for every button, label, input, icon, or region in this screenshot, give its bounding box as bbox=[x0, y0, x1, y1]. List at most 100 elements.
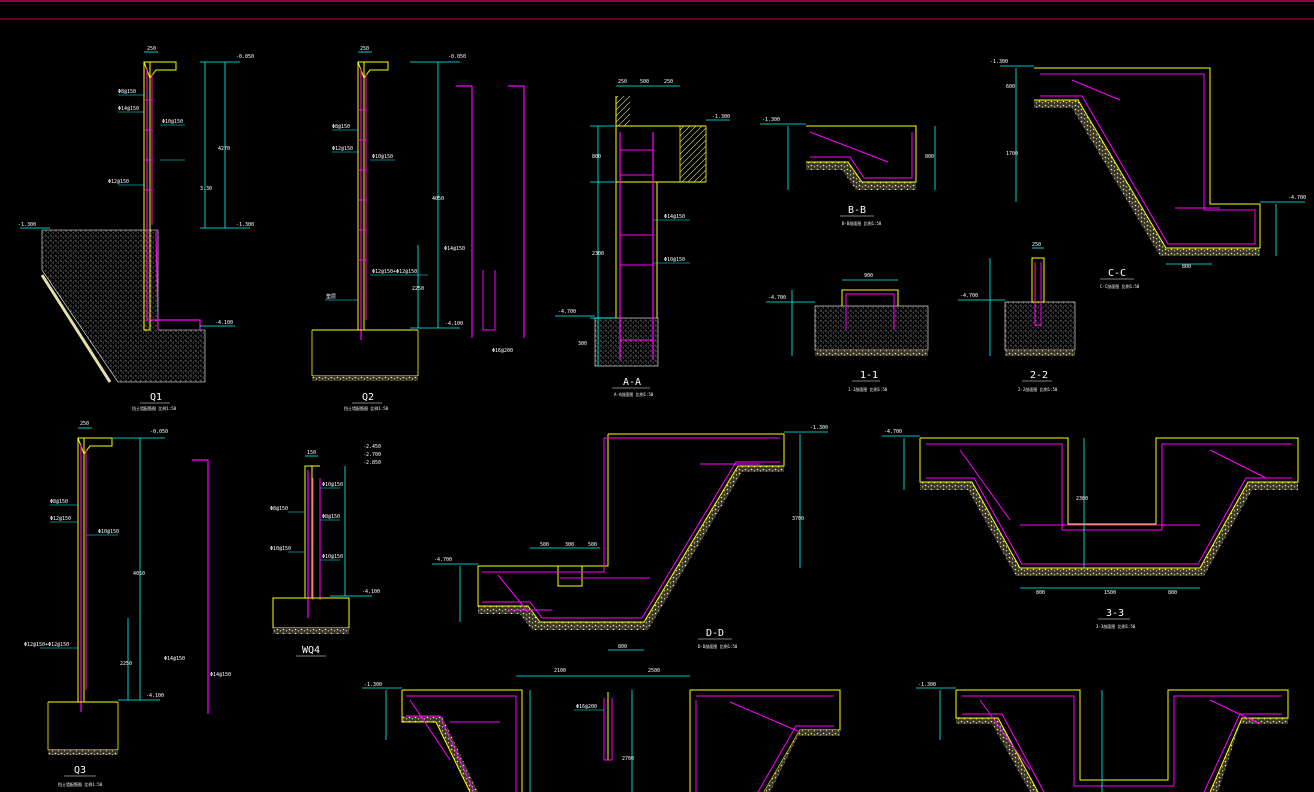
q3-dim-h: 4050 bbox=[133, 571, 145, 577]
section-cc: -1.300 -4.700 600 1700 800 C-C C-C剖面图 比例… bbox=[990, 59, 1306, 289]
dd-level-right: -1.300 bbox=[810, 425, 828, 431]
section-wq4: 150 -2.450 -2.700 -2.850 -4.100 Φ8@150 Φ… bbox=[270, 444, 381, 657]
section-bb: -1.300 800 B-B B-B剖面图 比例1:50 bbox=[760, 117, 936, 226]
q2-rebar-4: Φ12@150+Φ12@150 bbox=[372, 269, 417, 275]
wq4-rebar-3: Φ10@150 bbox=[322, 482, 343, 488]
s11-dim-w: 900 bbox=[864, 273, 873, 279]
q1-rebar-1: Φ8@150 bbox=[118, 89, 136, 95]
dd-dim-bot: 800 bbox=[618, 644, 627, 650]
q2-level-top: -0.050 bbox=[448, 54, 466, 60]
wq4-rebar-5: Φ10@150 bbox=[322, 554, 343, 560]
q2-dim-h: 4050 bbox=[432, 196, 444, 202]
section-11: 900 -4.700 1-1 1-1剖面图 比例1:50 bbox=[766, 273, 929, 392]
dd-dim-top-2: 300 bbox=[565, 542, 574, 548]
s22-caption: 2-2剖面图 比例1:50 bbox=[1018, 386, 1058, 392]
q1-level-left: -1.300 bbox=[18, 222, 36, 228]
s22-level: -4.700 bbox=[960, 293, 978, 299]
q1-label: Q1 bbox=[150, 392, 162, 403]
section-22: 250 -4.700 2-2 2-2剖面图 比例1:50 bbox=[958, 242, 1076, 392]
aa-dim-h1: 800 bbox=[592, 154, 601, 160]
dd-dim-h: 3700 bbox=[792, 516, 804, 522]
section-q3: 250 -0.050 -4.100 4050 2250 Φ8@150 Φ12@1… bbox=[24, 421, 231, 787]
q3-rebar-5: Φ14@150 bbox=[164, 656, 185, 662]
bl-dim-h: 2700 bbox=[622, 756, 634, 762]
s33-dim-w3: 800 bbox=[1168, 590, 1177, 596]
s11-caption: 1-1剖面图 比例1:50 bbox=[848, 386, 888, 392]
q3-rebar-1: Φ8@150 bbox=[50, 499, 68, 505]
cc-dim-w: 800 bbox=[1182, 264, 1191, 270]
section-dd: 500 300 500 3700 800 -4.700 -1.300 D-D D… bbox=[432, 425, 828, 651]
q2-rebar-5: Φ14@150 bbox=[444, 246, 465, 252]
bb-level-top: -1.300 bbox=[762, 117, 780, 123]
wq4-level-2: -2.700 bbox=[363, 452, 381, 458]
q1-dim-h1: 4270 bbox=[218, 146, 230, 152]
section-bottom-left: 2100 2500 2700 -1.300 Φ16@200 bbox=[362, 668, 841, 792]
cc-level-right: -4.700 bbox=[1288, 195, 1306, 201]
q3-caption: 挡土墙配筋图 比例1:50 bbox=[58, 781, 103, 787]
bl-dim-top-2: 2500 bbox=[648, 668, 660, 674]
q2-level-bot: -4.100 bbox=[445, 321, 463, 327]
aa-dim-h2: 2300 bbox=[592, 251, 604, 257]
cc-dim-h2: 1700 bbox=[1006, 151, 1018, 157]
wq4-rebar-2: Φ10@150 bbox=[270, 546, 291, 552]
q1-rebar-4: Φ10@150 bbox=[162, 119, 183, 125]
q2-rebar-1: Φ8@150 bbox=[332, 124, 350, 130]
aa-label: A-A bbox=[623, 377, 641, 388]
aa-rebar-2: Φ10@150 bbox=[664, 257, 685, 263]
s11-level: -4.700 bbox=[768, 295, 786, 301]
q1-rebar-2: Φ14@150 bbox=[118, 106, 139, 112]
q3-rebar-2: Φ12@150 bbox=[50, 516, 71, 522]
wq4-label: WQ4 bbox=[302, 645, 320, 656]
q2-rebar-6: Φ16@200 bbox=[492, 348, 513, 354]
q1-level-mid: -1.300 bbox=[236, 222, 254, 228]
q3-rebar-3: Φ10@150 bbox=[98, 529, 119, 535]
br-level: -1.300 bbox=[918, 682, 936, 688]
aa-dim-h3: 300 bbox=[578, 341, 587, 347]
dd-level-left: -4.700 bbox=[434, 557, 452, 563]
q1-dim-h2: 3.30 bbox=[200, 186, 212, 192]
aa-dim-top-1: 250 bbox=[618, 79, 627, 85]
q2-label: Q2 bbox=[362, 392, 374, 403]
s22-label: 2-2 bbox=[1030, 370, 1048, 381]
s11-label: 1-1 bbox=[860, 370, 878, 381]
dd-dim-top-3: 500 bbox=[588, 542, 597, 548]
q2-dim-width: 250 bbox=[360, 46, 369, 52]
q1-level-top: -0.050 bbox=[236, 54, 254, 60]
aa-level-bot: -4.700 bbox=[558, 309, 576, 315]
dd-caption: D-D剖面图 比例1:50 bbox=[698, 643, 738, 649]
section-q1: 250 -0.050 -1.300 -1.300 -4.100 4270 3.3… bbox=[18, 46, 254, 411]
q1-dim-width: 250 bbox=[147, 46, 156, 52]
cc-level-top: -1.300 bbox=[990, 59, 1008, 65]
wq4-level-bot: -4.100 bbox=[362, 589, 380, 595]
bl-level: -1.300 bbox=[364, 682, 382, 688]
bb-caption: B-B剖面图 比例1:50 bbox=[842, 220, 882, 226]
bl-dim-top-1: 2100 bbox=[554, 668, 566, 674]
section-aa: 250 500 250 800 2300 300 -1.300 -4.700 Φ… bbox=[555, 79, 730, 397]
q2-dim-h2: 2250 bbox=[412, 286, 424, 292]
aa-dim-top-3: 250 bbox=[664, 79, 673, 85]
s33-label: 3-3 bbox=[1106, 608, 1124, 619]
s33-level: -4.700 bbox=[884, 429, 902, 435]
s33-caption: 3-3剖面图 比例1:50 bbox=[1096, 623, 1136, 629]
q2-rebar-3: Φ10@150 bbox=[372, 154, 393, 160]
section-33: 800 1500 800 2300 -4.700 3-3 3-3剖面图 比例1:… bbox=[882, 429, 1299, 629]
cc-label: C-C bbox=[1108, 268, 1126, 279]
q3-rebar-6: Φ14@150 bbox=[210, 672, 231, 678]
bb-dim-h: 800 bbox=[925, 154, 934, 160]
s33-dim-h: 2300 bbox=[1076, 496, 1088, 502]
q1-rebar-3: Φ12@150 bbox=[108, 179, 129, 185]
q3-level-bot: -4.100 bbox=[146, 693, 164, 699]
q1-caption: 挡土墙配筋图 比例1:50 bbox=[132, 405, 177, 411]
aa-caption: A-A剖面图 比例1:50 bbox=[614, 391, 654, 397]
wq4-rebar-1: Φ8@150 bbox=[270, 506, 288, 512]
cc-caption: C-C剖面图 比例1:50 bbox=[1100, 283, 1140, 289]
q2-rebar-2: Φ12@150 bbox=[332, 146, 353, 152]
q2-caption: 挡土墙配筋图 比例1:50 bbox=[344, 405, 389, 411]
bl-rebar: Φ16@200 bbox=[576, 704, 597, 710]
q1-level-bot: -4.100 bbox=[215, 320, 233, 326]
section-q2: 250 -0.050 -4.100 4050 2250 Φ8@150 Φ12@1… bbox=[311, 46, 525, 411]
q3-dim-h2: 2250 bbox=[120, 661, 132, 667]
aa-dim-top-2: 500 bbox=[640, 79, 649, 85]
wq4-dim-w: 150 bbox=[307, 450, 316, 456]
